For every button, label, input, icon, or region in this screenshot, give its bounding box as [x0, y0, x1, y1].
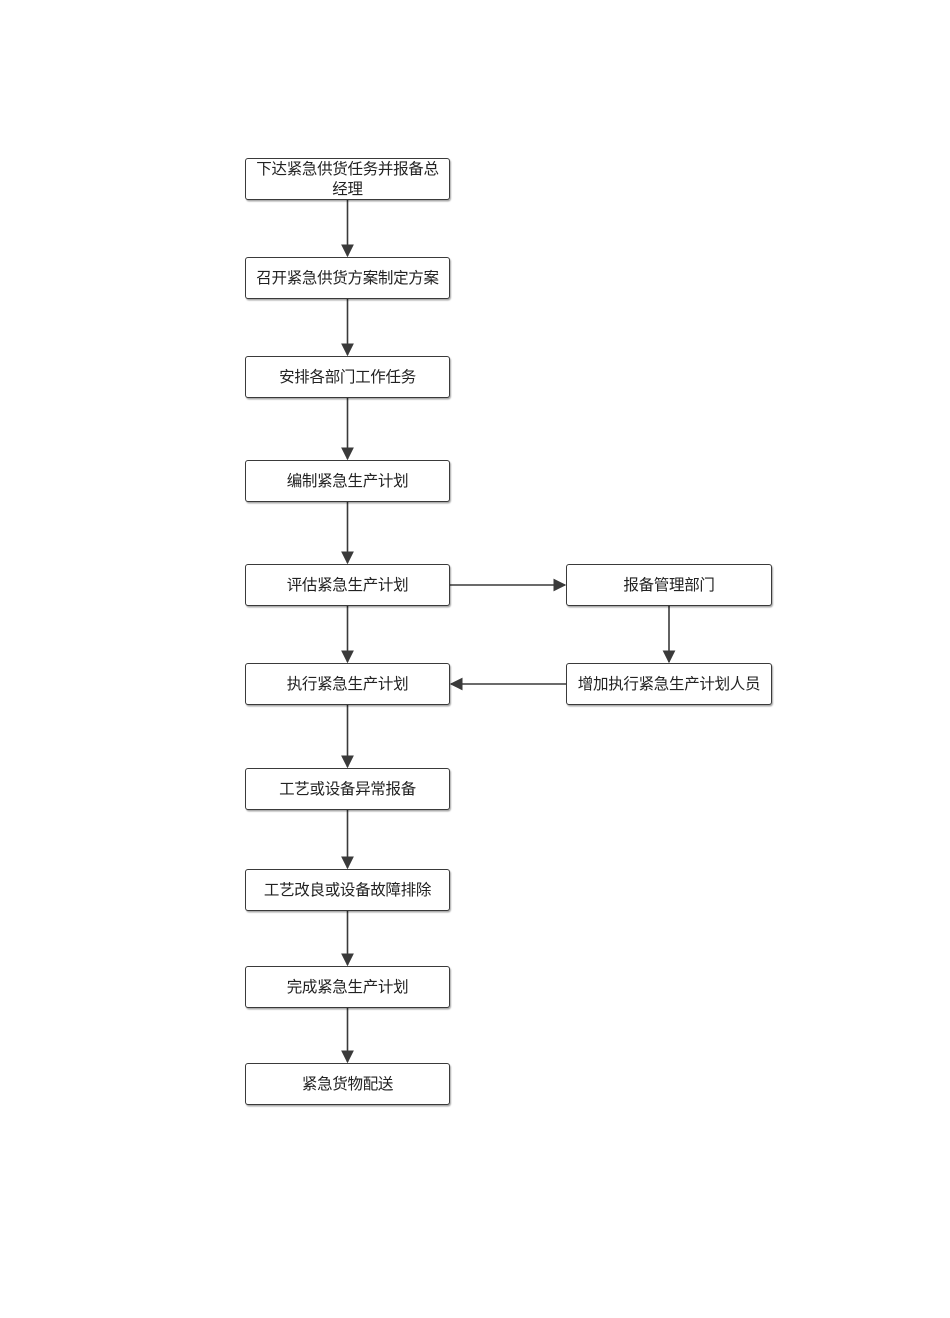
- node-issue-emergency-task: 下达紧急供货任务并报备总经理: [245, 158, 450, 200]
- node-process-improvement-repair: 工艺改良或设备故障排除: [245, 869, 450, 911]
- node-label: 增加执行紧急生产计划人员: [577, 675, 761, 693]
- node-deliver-emergency-goods: 紧急货物配送: [245, 1063, 450, 1105]
- node-label: 紧急货物配送: [301, 1075, 394, 1093]
- node-label: 下达紧急供货任务并报备总经理: [256, 160, 439, 198]
- node-execute-production-plan: 执行紧急生产计划: [245, 663, 450, 705]
- node-label: 工艺改良或设备故障排除: [263, 881, 432, 899]
- node-prepare-production-plan: 编制紧急生产计划: [245, 460, 450, 502]
- node-add-execution-staff: 增加执行紧急生产计划人员: [566, 663, 772, 705]
- node-label: 完成紧急生产计划: [286, 978, 409, 996]
- node-hold-planning-meeting: 召开紧急供货方案制定方案: [245, 257, 450, 299]
- node-label: 执行紧急生产计划: [286, 675, 409, 693]
- node-report-process-anomaly: 工艺或设备异常报备: [245, 768, 450, 810]
- node-report-management: 报备管理部门: [566, 564, 772, 606]
- node-label: 工艺或设备异常报备: [279, 780, 416, 798]
- node-label: 安排各部门工作任务: [279, 368, 416, 386]
- node-label: 召开紧急供货方案制定方案: [256, 269, 439, 287]
- node-label: 报备管理部门: [623, 576, 715, 594]
- node-label: 评估紧急生产计划: [286, 576, 409, 594]
- node-label: 编制紧急生产计划: [286, 472, 409, 490]
- node-assign-department-tasks: 安排各部门工作任务: [245, 356, 450, 398]
- node-evaluate-production-plan: 评估紧急生产计划: [245, 564, 450, 606]
- node-complete-production-plan: 完成紧急生产计划: [245, 966, 450, 1008]
